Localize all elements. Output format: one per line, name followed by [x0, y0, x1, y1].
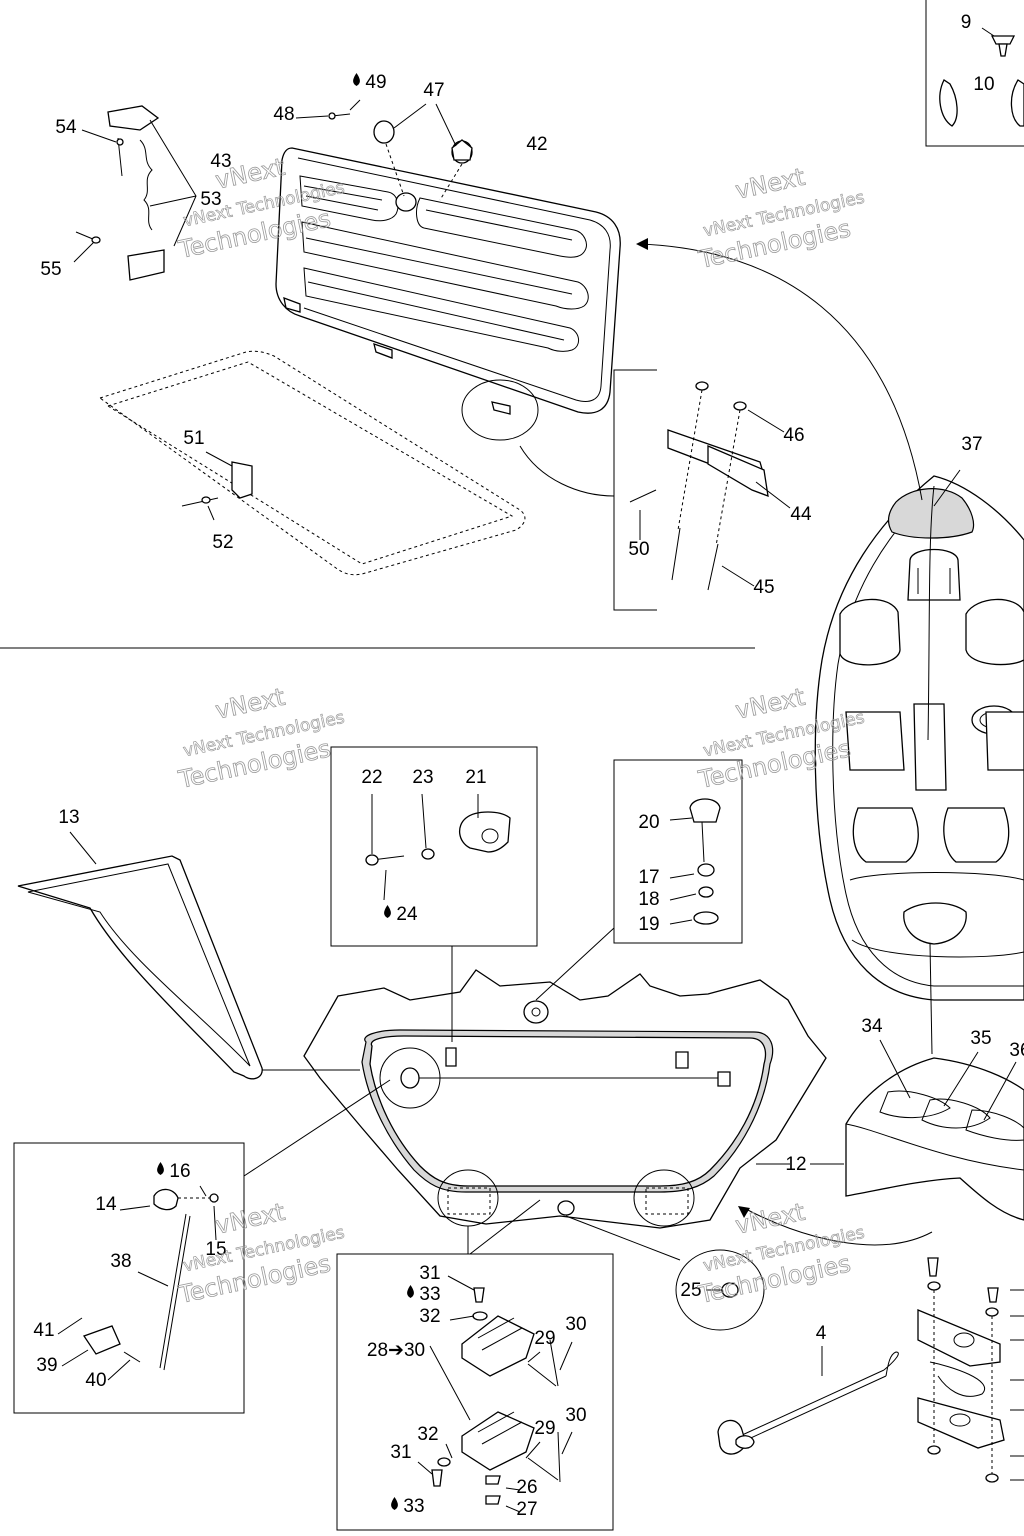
callout-32: 32 [417, 1424, 438, 1445]
callout-24: 24 [396, 904, 418, 925]
callout-33: 33 [419, 1284, 440, 1305]
callout-27: 27 [516, 1499, 537, 1520]
storage-frame [243, 927, 933, 1261]
callout-49: 49 [365, 72, 386, 93]
callout-48: 48 [273, 104, 294, 125]
callout-52: 52 [212, 532, 233, 553]
callout-37: 37 [961, 434, 982, 455]
callout-12: 12 [785, 1154, 806, 1175]
latch-assembly [917, 1257, 1024, 1483]
callout-17: 17 [638, 867, 659, 888]
boat-to-lid-arrow [639, 243, 923, 501]
callout-18: 18 [638, 889, 659, 910]
callout-15: 15 [205, 1239, 226, 1260]
callout-34: 34 [861, 1016, 883, 1037]
callout-28-30: 28➔30 [367, 1340, 425, 1361]
callout-44: 44 [790, 504, 812, 525]
callout-21: 21 [465, 767, 486, 788]
callout-36: 36 [1009, 1040, 1024, 1061]
callout-50: 50 [628, 539, 649, 560]
oil-drop-icon [391, 1497, 398, 1510]
latch [181, 451, 253, 521]
hatch-opening-outline-inner [106, 361, 514, 565]
callout-47: 47 [423, 80, 444, 101]
lid-spring [73, 105, 197, 281]
clip-fasteners [939, 27, 1024, 127]
stopper-inset [669, 798, 721, 925]
callout-32: 32 [419, 1306, 440, 1327]
callout-26: 26 [516, 1477, 537, 1498]
callout-55: 55 [40, 259, 61, 280]
arrow-head-lid [636, 238, 648, 250]
oil-drop-icon [157, 1162, 164, 1175]
callout-9: 9 [961, 12, 972, 33]
callout-16: 16 [169, 1161, 190, 1182]
release-rod [717, 1346, 899, 1455]
callout-29: 29 [534, 1418, 555, 1439]
watermark-text: vNext [733, 1198, 807, 1240]
watermark-text: vNext [213, 683, 287, 725]
callout-41: 41 [33, 1320, 54, 1341]
oil-drop-icon [353, 73, 360, 86]
bumper-inset [365, 793, 511, 901]
storage-lid [275, 147, 621, 441]
callout-29: 29 [534, 1328, 555, 1349]
callout-14: 14 [95, 1194, 117, 1215]
callout-38: 38 [110, 1251, 131, 1272]
callout-31: 31 [419, 1263, 440, 1284]
callout-25: 25 [680, 1280, 701, 1301]
callout-46: 46 [783, 425, 804, 446]
callout-53: 53 [200, 189, 221, 210]
bracket-inset [519, 381, 791, 591]
callout-35: 35 [970, 1028, 991, 1049]
callout-45: 45 [753, 577, 774, 598]
callout-30: 30 [565, 1405, 586, 1426]
watermark-text: vNext [213, 1198, 287, 1240]
callout-43: 43 [210, 151, 231, 172]
callout-31: 31 [390, 1442, 411, 1463]
callout-19: 19 [638, 914, 659, 935]
lid-knobs [295, 99, 473, 201]
callout-23: 23 [412, 767, 433, 788]
callout-33: 33 [403, 1496, 424, 1517]
watermark-text: vNext [733, 683, 807, 725]
callout-labels: 9 10 49 47 48 54 42 43 53 55 46 37 51 44 52 50 45 22 23 21 1… [33, 12, 1024, 1520]
hatch-opening-outline [98, 350, 526, 576]
boat-hull-topview [814, 469, 1024, 1055]
callout-51: 51 [183, 428, 204, 449]
gasket [17, 831, 263, 1080]
callout-39: 39 [36, 1355, 57, 1376]
callout-22: 22 [361, 767, 382, 788]
oil-drop-icon [407, 1285, 414, 1298]
knob-inset [675, 1249, 765, 1331]
callout-54: 54 [55, 117, 77, 138]
hinge-inset [417, 1275, 573, 1513]
callout-13: 13 [58, 807, 79, 828]
callout-20: 20 [638, 812, 659, 833]
strut-inset [57, 1185, 219, 1381]
watermark-text: vNext [733, 163, 807, 205]
callout-10: 10 [973, 74, 994, 95]
callout-30: 30 [565, 1314, 586, 1335]
callout-4: 4 [816, 1323, 827, 1344]
callout-40: 40 [85, 1370, 106, 1391]
oil-drop-icon [384, 905, 391, 918]
glovebox-cover [845, 1039, 1024, 1221]
callout-42: 42 [526, 134, 547, 155]
